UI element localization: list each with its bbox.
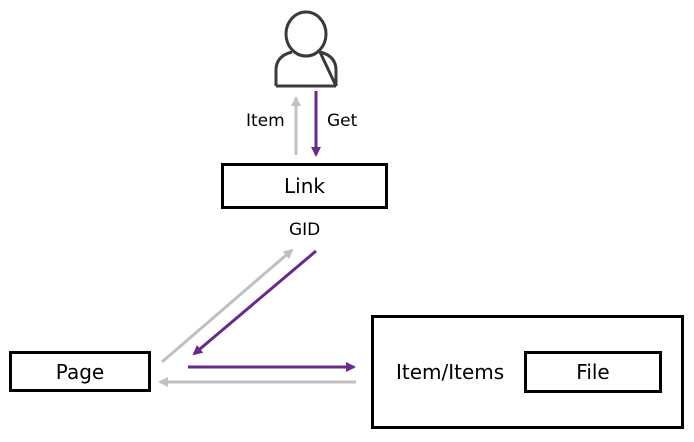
link-node: Link bbox=[221, 163, 388, 209]
gid-edge-label: GID bbox=[289, 220, 321, 240]
item-edge-label: Item bbox=[246, 111, 285, 131]
page-to-link-arrow bbox=[161, 248, 294, 364]
file-label: File bbox=[576, 360, 610, 384]
page-label: Page bbox=[55, 359, 105, 384]
get-edge-label: Get bbox=[327, 111, 358, 131]
person-icon bbox=[274, 10, 338, 88]
page-node: Page bbox=[9, 351, 151, 392]
link-label: Link bbox=[284, 174, 325, 198]
items-label: Item/Items bbox=[396, 360, 505, 384]
link-to-page-arrow bbox=[192, 249, 317, 356]
file-node: File bbox=[524, 351, 662, 393]
